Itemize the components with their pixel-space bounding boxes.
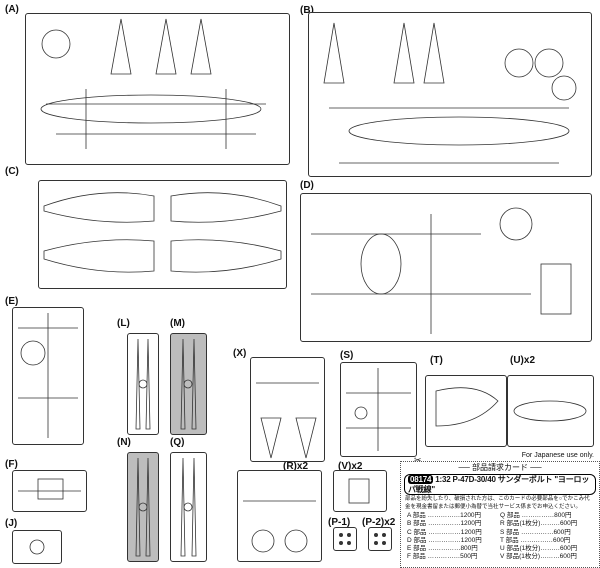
sprue-label-s: (S) bbox=[340, 350, 354, 361]
price-d: D 部品 ……………1200円 bbox=[407, 536, 482, 544]
sprue-label-r: (R)x2 bbox=[283, 461, 309, 472]
sprue-label-p2: (P-2)x2 bbox=[362, 517, 396, 528]
sprue-label-b: (B) bbox=[300, 5, 314, 16]
sprue-d bbox=[300, 193, 592, 342]
sprue-j bbox=[12, 530, 62, 564]
card-description: 部品を紛失したり、破損された方は、このカードの必要部品を○でかこみ代金を現金書留… bbox=[405, 496, 590, 510]
sprue-s bbox=[340, 362, 417, 457]
price-a: A 部品 ……………1200円 bbox=[407, 512, 482, 519]
price-f: F 部品 ……………500円 bbox=[407, 553, 478, 561]
sprue-label-q: (Q) bbox=[170, 437, 185, 448]
sprue-p1 bbox=[333, 527, 357, 551]
sprue-t bbox=[425, 375, 507, 447]
price-u: U 部品(1枚分)………600円 bbox=[500, 545, 578, 553]
price-e: E 部品 ……………800円 bbox=[407, 545, 478, 553]
price-t: T 部品 ……………600円 bbox=[500, 536, 571, 544]
scissors-icon: ✂ bbox=[414, 455, 422, 465]
sprue-n bbox=[127, 452, 159, 562]
sprue-q bbox=[170, 452, 207, 562]
sprue-c bbox=[38, 180, 287, 289]
sprue-e bbox=[12, 307, 84, 445]
card-title: ── 部品請求カード ── bbox=[458, 463, 542, 472]
japanese-use-note: For Japanese use only. bbox=[521, 452, 594, 459]
sprue-label-u: (U)x2 bbox=[510, 355, 536, 366]
sprue-b bbox=[308, 12, 592, 177]
sprue-f bbox=[12, 470, 87, 512]
price-v: V 部品(1枚分)………600円 bbox=[500, 553, 577, 561]
parts-order-card: ── 部品請求カード ── 08174 1:32 P-47D-30/40 サンダ… bbox=[400, 461, 600, 568]
sprue-p2 bbox=[368, 527, 392, 551]
product-line: 08174 1:32 P-47D-30/40 サンダーボルト "ヨーロッパ戦線" bbox=[404, 474, 596, 495]
sprue-u bbox=[507, 375, 594, 447]
sprue-label-v: (V)x2 bbox=[338, 461, 363, 472]
sprue-r bbox=[237, 470, 322, 562]
sprue-label-c: (C) bbox=[5, 166, 19, 177]
sprue-label-d: (D) bbox=[300, 180, 314, 191]
sprue-m bbox=[170, 333, 207, 435]
price-list: A 部品 ……………1200円 Q 部品 ……………800円 B 部品 ……………… bbox=[407, 512, 593, 562]
product-scale: 1:32 bbox=[435, 475, 451, 484]
sprue-label-a: (A) bbox=[5, 4, 19, 15]
price-r: R 部品(1枚分)………600円 bbox=[500, 520, 578, 528]
sprue-v bbox=[333, 470, 387, 512]
sprue-label-e: (E) bbox=[5, 296, 19, 307]
sprue-label-j: (J) bbox=[5, 518, 18, 529]
sprue-a bbox=[25, 13, 290, 165]
price-s: S 部品 ……………600円 bbox=[500, 528, 571, 536]
price-c: C 部品 ……………1200円 bbox=[407, 528, 482, 536]
sprue-label-l: (L) bbox=[117, 318, 130, 329]
sprue-label-m: (M) bbox=[170, 318, 185, 329]
sprue-label-f: (F) bbox=[5, 459, 18, 470]
price-b: B 部品 ……………1200円 bbox=[407, 520, 482, 528]
sprue-label-t: (T) bbox=[430, 355, 443, 366]
sprue-label-x: (X) bbox=[233, 348, 247, 359]
sprue-x bbox=[250, 357, 325, 462]
price-q: Q 部品 ……………800円 bbox=[500, 512, 572, 519]
product-name: P-47D-30/40 サンダーボルト "ヨーロッパ戦線" bbox=[408, 475, 590, 494]
sprue-l bbox=[127, 333, 159, 435]
sprue-label-n: (N) bbox=[117, 437, 131, 448]
sprue-label-p1: (P-1) bbox=[328, 517, 351, 528]
product-code: 08174 bbox=[408, 475, 434, 484]
